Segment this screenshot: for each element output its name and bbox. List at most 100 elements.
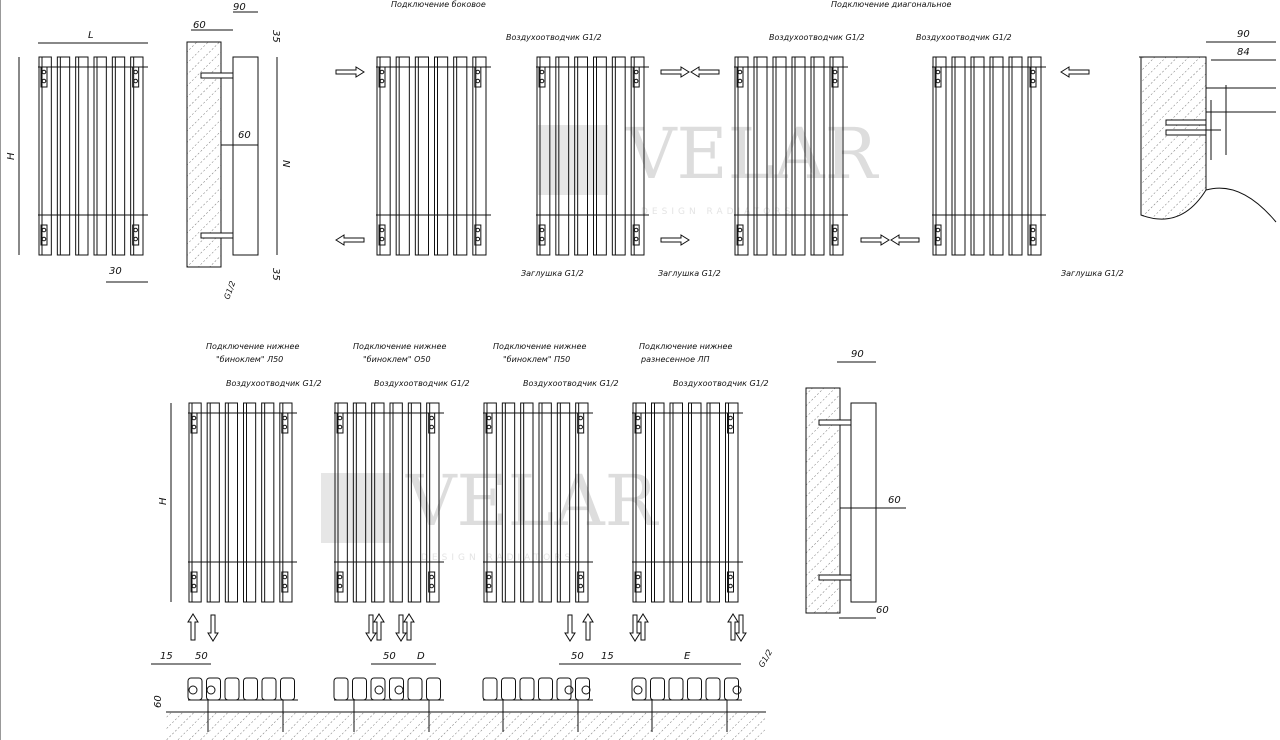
radiator bbox=[632, 402, 743, 603]
flow-arrow-icon bbox=[335, 66, 365, 78]
connection-plug bbox=[378, 224, 386, 246]
connection-plug bbox=[1029, 66, 1037, 88]
radiator-plan-tube bbox=[261, 677, 277, 701]
radiator-tube bbox=[538, 402, 552, 603]
plug-hole bbox=[486, 574, 492, 580]
connection-plug bbox=[190, 412, 198, 434]
radiator-tube bbox=[472, 56, 487, 256]
radiator bbox=[932, 56, 1046, 256]
bottom-title: разнесенное ЛП bbox=[640, 355, 710, 364]
air-vent-label: Воздухоотводчик G1/2 bbox=[374, 379, 470, 388]
connection-plug bbox=[281, 571, 289, 593]
plug-hole bbox=[832, 69, 838, 75]
bottom-title: Подключение нижнее bbox=[639, 342, 732, 351]
dim-60: 60 bbox=[888, 495, 901, 506]
plug-hole bbox=[728, 424, 733, 430]
radiator-tube bbox=[93, 56, 107, 256]
plug-hole bbox=[337, 574, 343, 580]
radiator-tube bbox=[951, 56, 966, 256]
connection-plug bbox=[577, 571, 585, 593]
radiator bbox=[38, 56, 148, 256]
connection-plug bbox=[474, 66, 482, 88]
radiator-plan-tube bbox=[519, 677, 535, 701]
flow-arrow-icon bbox=[735, 614, 747, 642]
watermark-sub: DESIGN RADIATORS bbox=[641, 207, 794, 217]
connection-plug bbox=[727, 412, 734, 434]
radiator-tube bbox=[389, 402, 403, 603]
flow-arrow-icon bbox=[403, 613, 415, 641]
title-side-connection: Подключение боковое bbox=[391, 0, 486, 9]
radiator-tube bbox=[352, 402, 367, 603]
thread-label: G1/2 bbox=[222, 280, 237, 301]
radiator-tube bbox=[279, 402, 293, 603]
plug-hole bbox=[539, 227, 545, 233]
plug-hole bbox=[737, 227, 743, 233]
plug-hole bbox=[1030, 78, 1036, 84]
radiator-plan-tube bbox=[187, 677, 203, 701]
connection-plug bbox=[132, 224, 140, 246]
dim-15: 15 bbox=[160, 651, 173, 662]
dimension-labels: L H 30 60 90 60 N 35 35 90 84 H 90 60 60… bbox=[6, 2, 1250, 708]
watermark-brand: VELAR bbox=[625, 113, 880, 195]
connection-plug bbox=[736, 66, 744, 88]
plug-hole bbox=[1030, 69, 1036, 75]
connection-plug bbox=[934, 224, 942, 246]
dim-50: 50 bbox=[383, 651, 396, 662]
plug-hole bbox=[832, 236, 838, 242]
connection-plug bbox=[485, 571, 493, 593]
radiator-plan-tube bbox=[206, 677, 221, 701]
connection-plug bbox=[428, 412, 436, 434]
plug-hole bbox=[935, 69, 941, 75]
plug-hole bbox=[486, 424, 492, 430]
plug-hole bbox=[429, 583, 434, 589]
dim-90: 90 bbox=[851, 349, 864, 360]
radiator-tube bbox=[1008, 56, 1023, 256]
plug-label: Заглушка G1/2 bbox=[658, 269, 721, 278]
radiator-tube bbox=[734, 56, 749, 256]
plug-hole bbox=[475, 227, 481, 233]
connection-plug bbox=[632, 224, 640, 246]
plug-hole bbox=[578, 415, 583, 421]
radiator-tube bbox=[630, 56, 645, 256]
plug-hole bbox=[41, 69, 47, 75]
dim-30: 30 bbox=[109, 266, 122, 277]
radiator-tube bbox=[725, 402, 739, 603]
radiator-tube bbox=[555, 56, 570, 256]
dim-15: 15 bbox=[601, 651, 614, 662]
plug-hole bbox=[935, 227, 941, 233]
plug-hole bbox=[935, 78, 941, 84]
dim-60: 60 bbox=[876, 605, 889, 616]
plug-hole bbox=[337, 415, 343, 421]
bottom-connection-titles: Подключение нижнее "биноклем" Л50 Подклю… bbox=[206, 342, 732, 364]
plug-hole bbox=[41, 227, 47, 233]
bottom-title: Подключение нижнее bbox=[206, 342, 299, 351]
radiator-tube bbox=[434, 56, 449, 256]
plug-hole bbox=[539, 236, 545, 242]
radiator bbox=[483, 402, 593, 603]
connection-plug bbox=[485, 412, 493, 434]
radiator-tube bbox=[414, 56, 430, 256]
radiator-plan-tube bbox=[280, 677, 295, 701]
flow-arrow-icon bbox=[637, 613, 649, 641]
plug-hole bbox=[633, 78, 639, 84]
dim-35: 35 bbox=[270, 30, 281, 43]
connection-plug bbox=[831, 224, 839, 246]
pipe bbox=[1165, 129, 1207, 136]
bottom-title: "биноклем" Л50 bbox=[216, 355, 283, 364]
radiator bbox=[734, 56, 848, 256]
air-vent-label: Воздухоотводчик G1/2 bbox=[769, 33, 865, 42]
radiator-plan-tube bbox=[352, 677, 367, 701]
pipe bbox=[200, 72, 234, 79]
radiator-tube bbox=[669, 402, 683, 603]
watermark-brand: VELAR bbox=[405, 460, 660, 542]
air-vent-label: Воздухоотводчик G1/2 bbox=[523, 379, 619, 388]
connection-plug bbox=[634, 571, 642, 593]
connection-point bbox=[732, 685, 742, 695]
connection-plug bbox=[378, 66, 386, 88]
pipe bbox=[818, 419, 852, 426]
flow-arrow-icon bbox=[890, 234, 920, 246]
plug-label: Заглушка G1/2 bbox=[1061, 269, 1124, 278]
radiator-tube bbox=[772, 56, 787, 256]
